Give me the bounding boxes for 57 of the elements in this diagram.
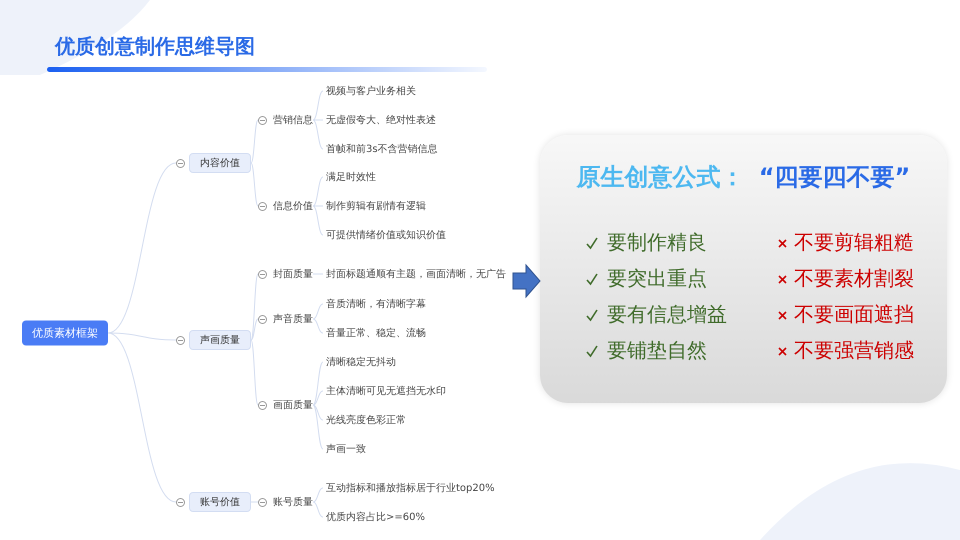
topic-box: 内容价值 (189, 153, 251, 173)
branch-line (312, 120, 324, 150)
branch-line (312, 318, 324, 334)
branch-line (312, 206, 324, 236)
branch-line (250, 162, 258, 206)
leaf-text: 可提供情绪价值或知识价值 (326, 228, 446, 242)
formula-panel (540, 135, 947, 403)
branch-line (108, 162, 176, 334)
formula-item: 要有信息增益 (607, 301, 727, 328)
subtopic-text: 账号质量 (273, 496, 313, 509)
panel-heading: 原生创意公式： (576, 163, 745, 191)
subtopic-text: 信息价值 (273, 200, 313, 213)
branch-line (312, 502, 324, 518)
branch-line (312, 390, 324, 406)
formula-item: 不要剪辑粗糙 (794, 229, 914, 256)
leaf-text: 优质内容占比>=60% (326, 510, 425, 524)
formula-item: 要制作精良 (607, 229, 707, 256)
branch-line (312, 488, 324, 502)
branch-line (312, 404, 324, 450)
topic-box: 账号价值 (189, 492, 251, 512)
branch-line (250, 120, 258, 164)
branch-line (312, 90, 324, 120)
leaf-text: 封面标题通顺有主题，画面清晰，无广告 (326, 267, 506, 281)
leaf-text: 音量正常、稳定、流畅 (326, 326, 426, 340)
leaf-text: 视频与客户业务相关 (326, 84, 416, 98)
leaf-text: 制作剪辑有剧情有逻辑 (326, 199, 426, 213)
subtopic-text: 封面质量 (273, 268, 313, 281)
branch-line (312, 404, 324, 420)
branch-line (312, 362, 324, 406)
leaf-text: 清晰稳定无抖动 (326, 355, 396, 369)
formula-item: 不要强营销感 (794, 337, 914, 364)
subtopic-text: 画面质量 (273, 398, 313, 412)
formula-item: 不要素材割裂 (794, 265, 914, 292)
formula-item: 要铺垫自然 (607, 337, 707, 364)
branch-line (108, 332, 176, 502)
branch-line (250, 340, 258, 406)
branch-line (250, 318, 258, 340)
leaf-text: 音质清晰，有清晰字幕 (326, 297, 426, 311)
subtopic-text: 营销信息 (273, 114, 313, 127)
branch-line (312, 304, 324, 320)
leaf-text: 互动指标和播放指标居于行业top20% (326, 481, 495, 495)
formula-item: 不要画面遮挡 (794, 301, 914, 328)
topic-box: 声画质量 (189, 330, 251, 350)
root-topic: 优质素材框架 (22, 320, 108, 346)
leaf-text: 首帧和前3s不含营销信息 (326, 142, 438, 156)
leaf-text: 光线亮度色彩正常 (326, 413, 406, 427)
branch-line (312, 176, 324, 206)
branch-line (250, 274, 258, 340)
page-title: 优质创意制作思维导图 (55, 33, 255, 60)
subtopic-text: 声音质量 (273, 312, 313, 326)
leaf-text: 无虚假夸大、绝对性表述 (326, 113, 436, 127)
leaf-text: 声画一致 (326, 442, 366, 456)
leaf-text: 满足时效性 (326, 170, 376, 184)
panel-heading: “四要四不要” (758, 163, 910, 191)
block-arrow (512, 264, 541, 298)
formula-item: 要突出重点 (607, 265, 707, 292)
leaf-text: 主体清晰可见无遮挡无水印 (326, 384, 446, 398)
